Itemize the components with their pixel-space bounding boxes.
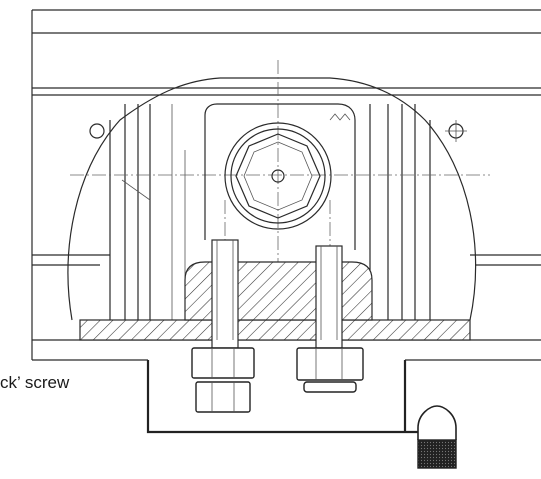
cutaway-housing: [67, 77, 477, 321]
mounting-hole-right: [445, 120, 467, 142]
nut-stack-right: [296, 347, 364, 393]
terminal-dome: [417, 405, 457, 469]
nut-stack-left: [191, 347, 255, 413]
mounting-hole-left: [89, 123, 105, 139]
central-nut: [224, 122, 332, 230]
stud-right: [315, 245, 343, 349]
wiring-loop: [146, 360, 435, 434]
stud-left: [211, 239, 239, 349]
screw-callout-label: ck’ screw: [0, 373, 70, 392]
central-bracket: [204, 103, 356, 250]
